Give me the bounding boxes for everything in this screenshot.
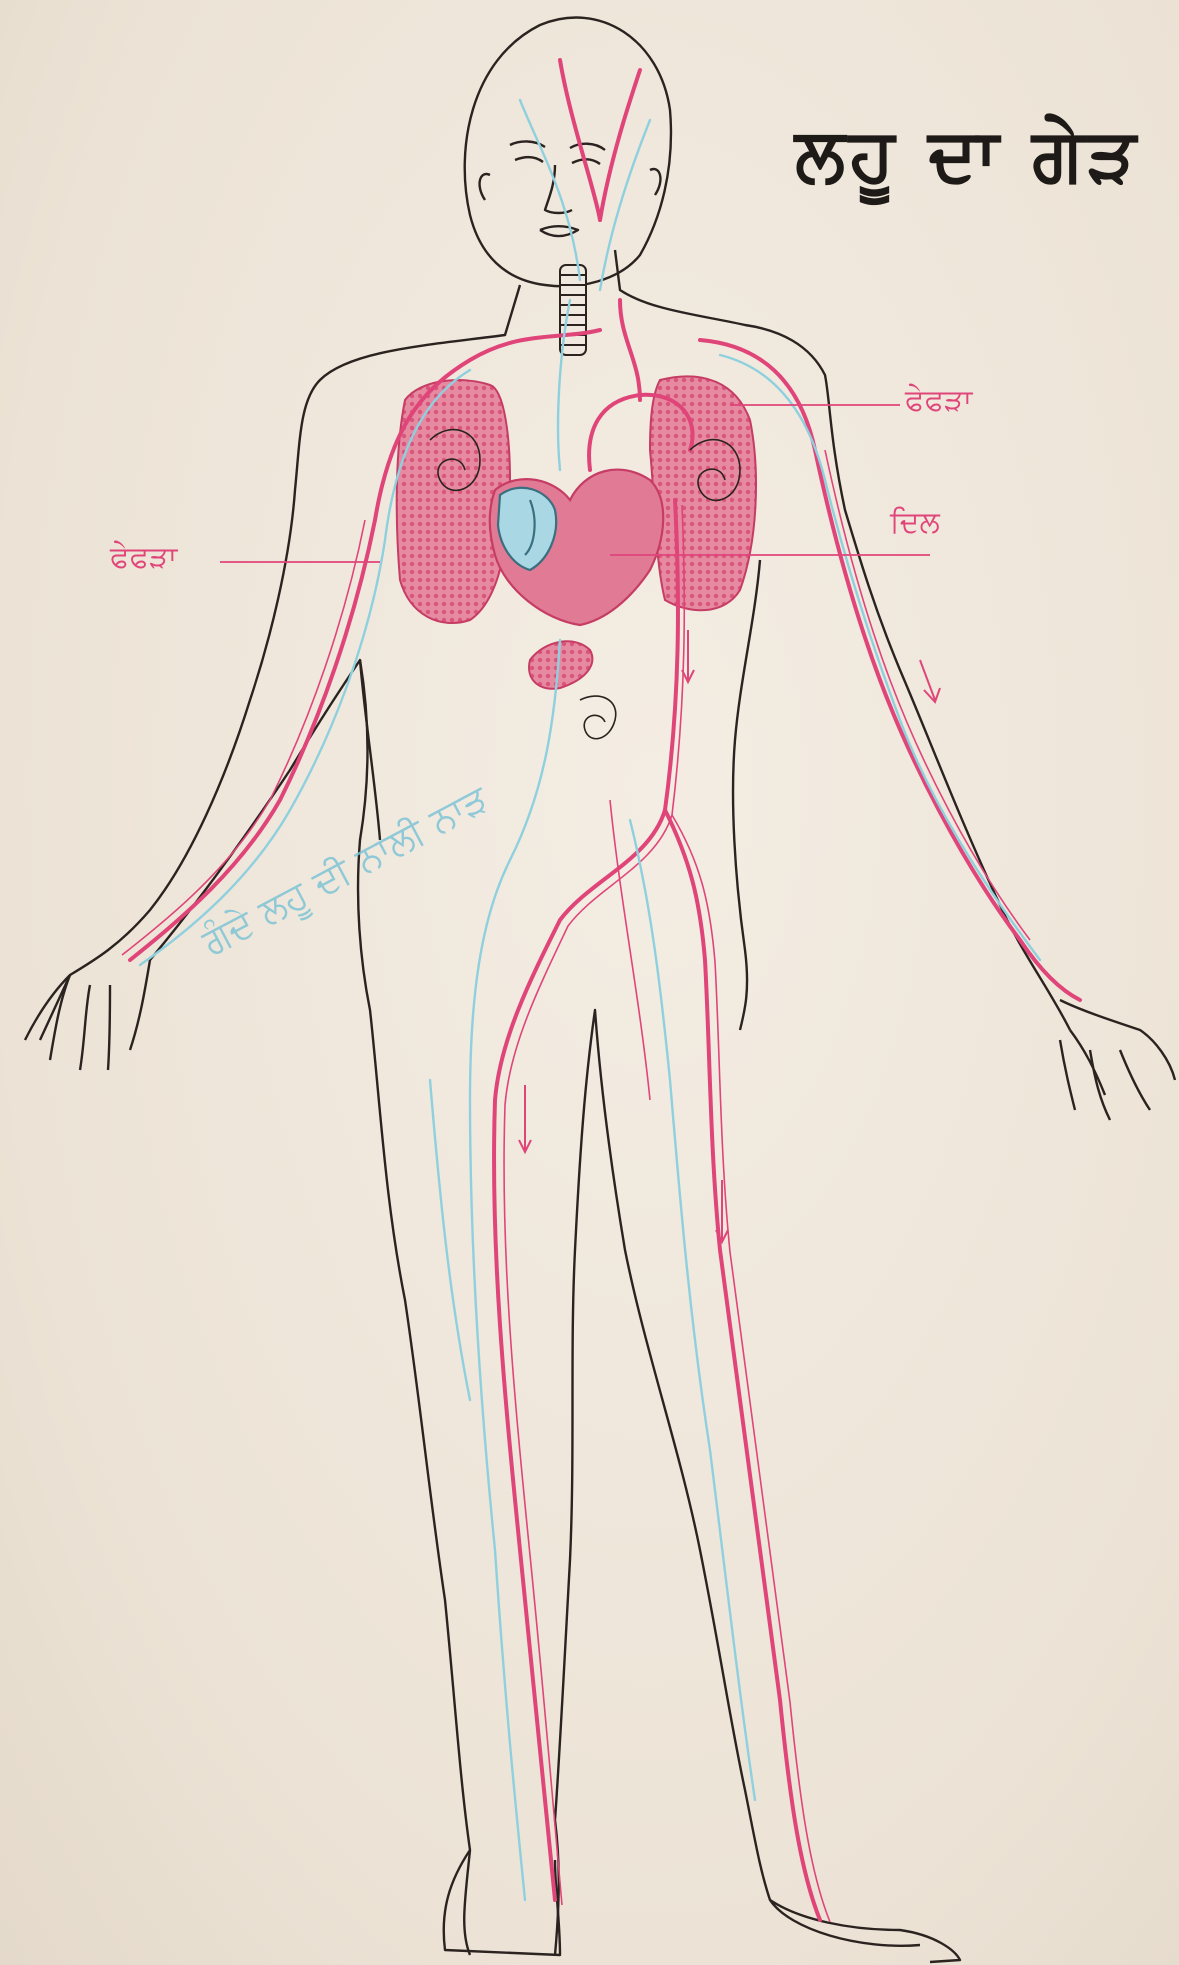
flow-arrows bbox=[519, 630, 940, 1242]
kidney-organ bbox=[529, 641, 592, 688]
label-lung-left-side: ਫੇਫੜਾ bbox=[110, 540, 177, 575]
arteries bbox=[130, 60, 1080, 1920]
veins bbox=[140, 100, 1040, 1900]
label-heart: ਦਿਲ bbox=[890, 505, 940, 540]
label-lung-right-side: ਫੇਫੜਾ bbox=[905, 383, 972, 418]
body-outline bbox=[25, 18, 1175, 1962]
diagram-title: ਲਹੂ ਦਾ ਗੇੜ bbox=[795, 112, 1140, 199]
heart bbox=[490, 470, 663, 625]
